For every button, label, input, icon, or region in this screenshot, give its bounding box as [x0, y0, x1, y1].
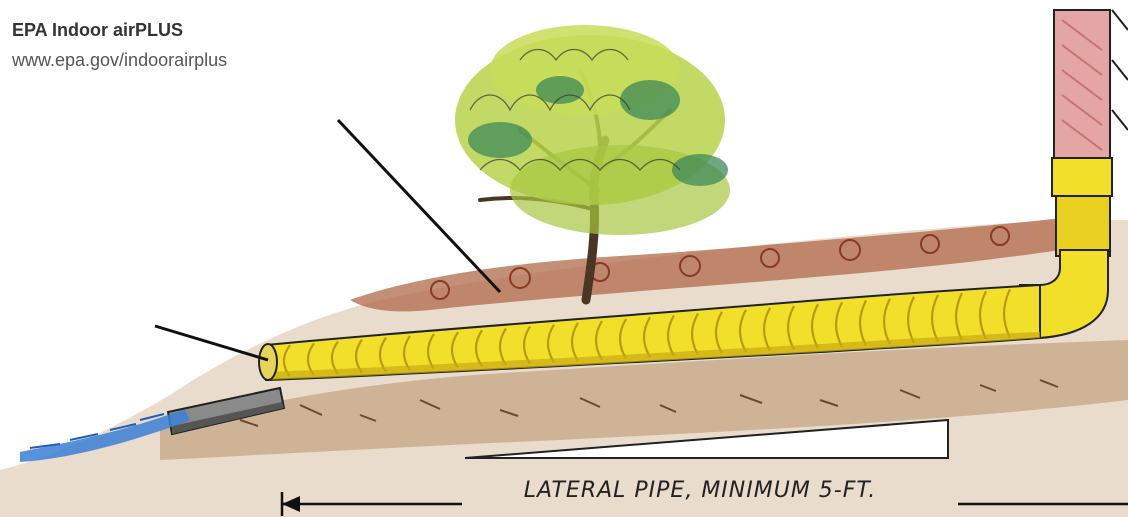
- brand-url: www.epa.gov/indoorairplus: [12, 50, 227, 71]
- brand-title: EPA Indoor airPLUS: [12, 20, 183, 41]
- lateral-pipe-dimension-label: LATERAL PIPE, MINIMUM 5-FT.: [460, 478, 940, 503]
- callout-line-lower: [155, 326, 268, 360]
- downspout-connector: [1056, 196, 1110, 256]
- downspout-collar: [1052, 158, 1112, 196]
- pipe-outlet-end: [259, 344, 277, 380]
- siding-edge: [1112, 10, 1128, 130]
